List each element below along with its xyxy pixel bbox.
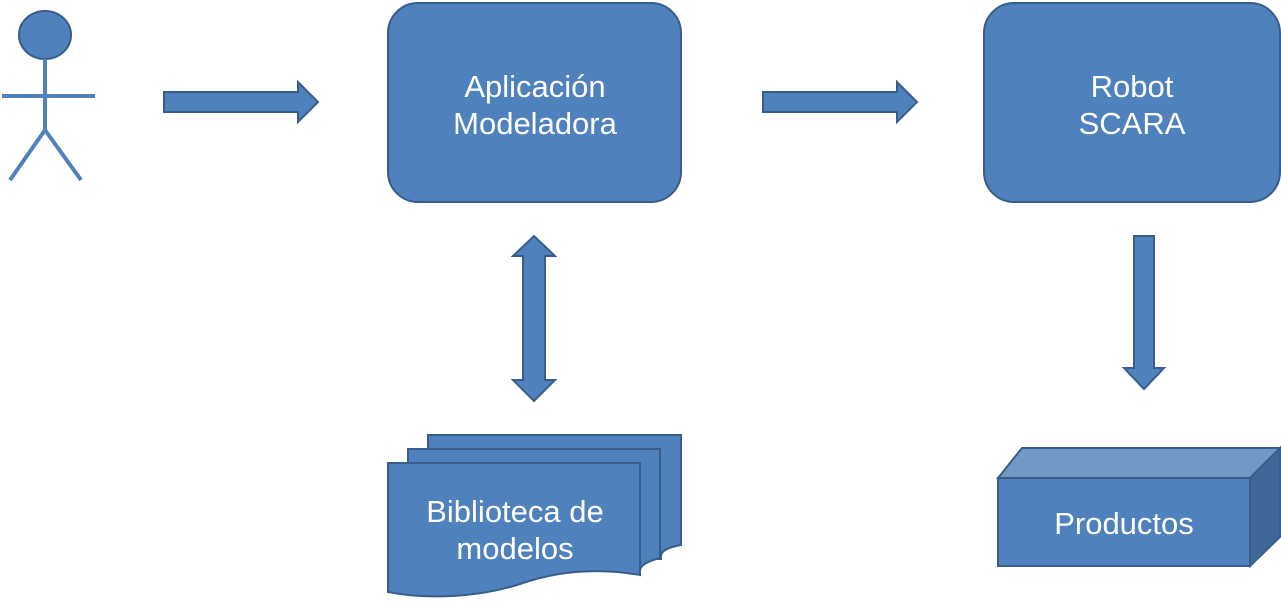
products-node[interactable] [995,445,1281,569]
arrow-robot-to-products [1121,235,1167,391]
library-node-label: Biblioteca de modelos [388,484,642,576]
arrow-app-to-robot [762,79,919,125]
user-actor-icon [2,10,95,182]
robot-node-label: Robot SCARA [984,60,1280,150]
arrow-app-library-bidirectional [510,234,558,403]
library-node[interactable] [387,434,682,598]
app-node[interactable] [387,2,682,203]
library-label-line2: modelos [456,531,574,566]
products-node-label: Productos [998,496,1250,552]
app-label-line2: Modeladora [453,106,617,141]
products-label: Productos [1054,506,1194,542]
arrow-user-to-app [163,79,320,125]
robot-label-line1: Robot [1090,68,1174,104]
app-node-label: Aplicación Modeladora [389,60,681,150]
library-label-line1: Biblioteca de [426,493,604,529]
robot-node[interactable] [983,2,1281,203]
robot-label-line2: SCARA [1078,106,1186,141]
app-label-line1: Aplicación [464,68,606,104]
